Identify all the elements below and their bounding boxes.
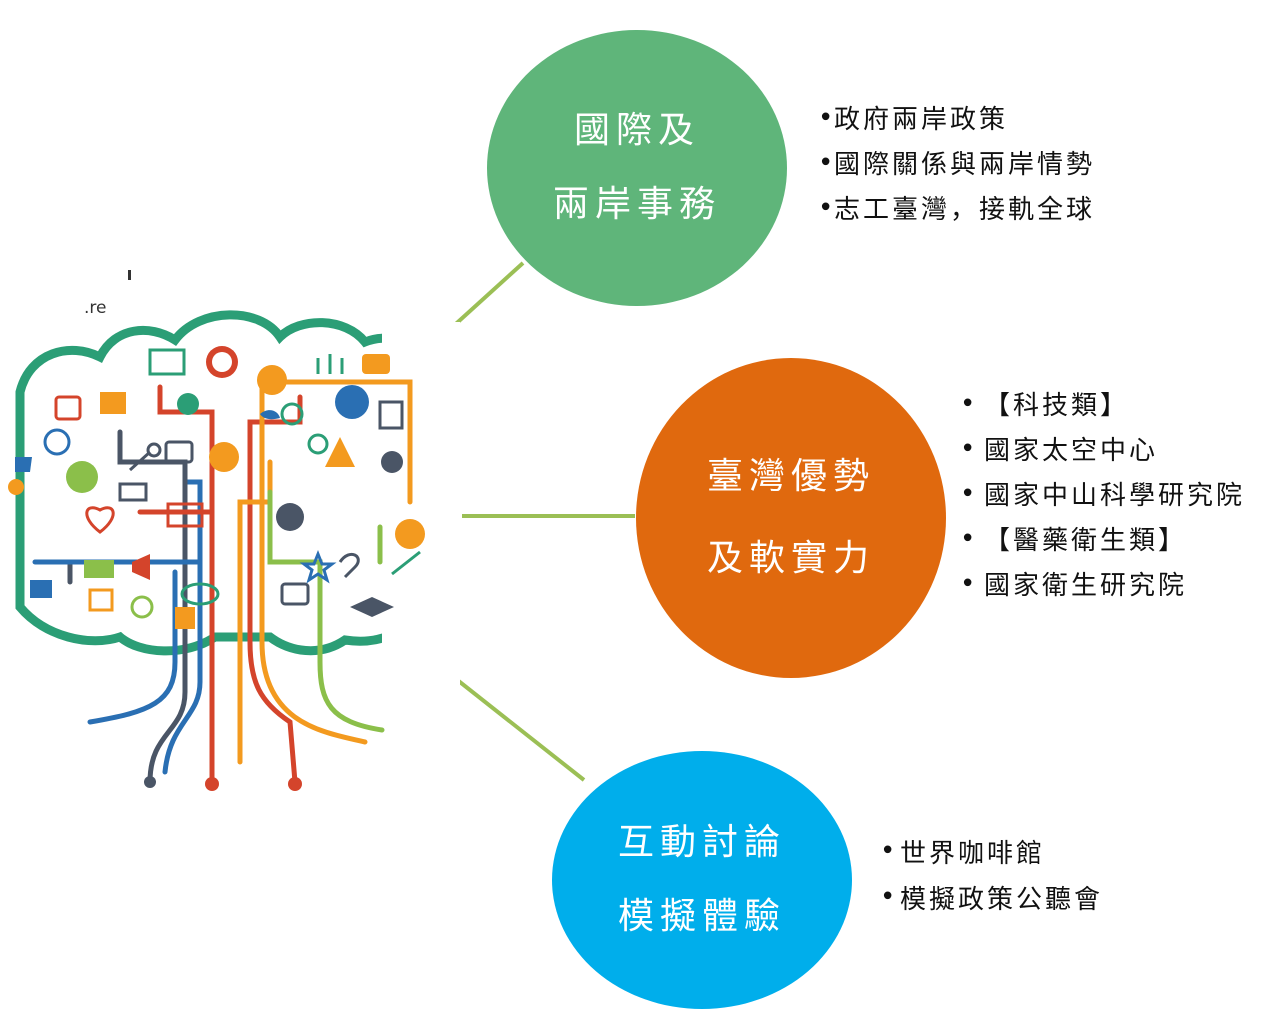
bullet-text: 模擬政策公聽會	[900, 884, 1104, 915]
graduation-cap-icon	[350, 597, 394, 617]
list-item: •國際關係與兩岸情勢	[818, 140, 1095, 185]
bullet-dot: •	[960, 568, 979, 599]
circle-3-line-2: 模擬體驗	[617, 896, 786, 937]
document-icon	[378, 400, 404, 430]
bullet-list-3: •世界咖啡館 •模擬政策公聽會	[880, 828, 1103, 920]
megaphone-icon	[132, 554, 150, 580]
briefcase-icon	[280, 582, 310, 606]
root-line-orange-2	[259, 379, 413, 745]
tree-illustration	[0, 310, 460, 810]
lock-icon	[54, 395, 82, 421]
pencil-icon	[391, 550, 421, 576]
bullet-dot: •	[960, 523, 979, 554]
bullet-text: 政府兩岸政策	[834, 105, 1009, 135]
root-line-red	[157, 384, 215, 785]
circle-international-affairs: 國際及 兩岸事務	[487, 30, 787, 306]
image-fragment-mark	[128, 270, 131, 280]
list-item: •國家中山科學研究院	[960, 471, 1245, 516]
people-icon	[316, 354, 344, 374]
bullet-text: 國家太空中心	[984, 436, 1159, 466]
list-item: •世界咖啡館	[880, 828, 1103, 874]
user-icon	[8, 479, 24, 495]
circle-3-line-1: 互動討論	[617, 822, 786, 863]
bullet-text: 國家衛生研究院	[984, 571, 1188, 601]
database-icon	[280, 402, 304, 426]
list-item: •國家衛生研究院	[960, 561, 1245, 606]
image-fragment-text: .re	[84, 298, 107, 318]
root-line-red-2	[247, 394, 303, 785]
email-icon	[118, 482, 148, 502]
truck-icon	[84, 560, 114, 578]
bullet-text: 【醫藥衛生類】	[984, 526, 1188, 556]
list-item: •【科技類】	[960, 381, 1245, 426]
circle-taiwan-advantages: 臺灣優勢 及軟實力	[636, 358, 946, 678]
home-icon	[381, 451, 403, 473]
bullet-text: 志工臺灣，接軌全球	[834, 195, 1096, 225]
root-line-slate	[67, 559, 188, 785]
root-end-red-2	[288, 777, 302, 791]
bullet-list-2: •【科技類】 •國家太空中心 •國家中山科學研究院 •【醫藥衛生類】 •國家衛生…	[960, 381, 1245, 606]
headset-icon	[177, 393, 199, 415]
bullet-text: 國家中山科學研究院	[984, 481, 1246, 511]
key-icon	[128, 450, 152, 472]
music-icon	[395, 519, 425, 549]
box-icon	[88, 588, 114, 612]
list-item: •國家太空中心	[960, 426, 1245, 471]
eye-icon	[180, 582, 220, 606]
root-line-orange	[237, 459, 273, 765]
twitter-bird-icon	[260, 410, 280, 420]
flask-icon	[325, 437, 355, 467]
bullet-dot: •	[880, 836, 899, 866]
checklist-icon	[175, 607, 195, 629]
camera-icon	[164, 440, 194, 464]
cart-icon	[362, 354, 390, 374]
lightbulb-icon	[130, 595, 154, 619]
bullet-text: 【科技類】	[984, 391, 1130, 421]
watch-icon	[209, 442, 239, 472]
web-icon	[43, 428, 71, 456]
root-end-slate	[144, 776, 156, 788]
clock-face	[212, 352, 232, 372]
circle-interactive-discussion: 互動討論 模擬體驗	[552, 751, 852, 1009]
bullet-dot: •	[880, 882, 899, 912]
root-line-green	[267, 489, 385, 733]
presentation-icon	[166, 502, 204, 528]
thumbs-up-icon	[15, 457, 32, 472]
heart-icon	[85, 506, 115, 534]
bullet-list-1: •政府兩岸政策 •國際關係與兩岸情勢 •志工臺灣，接軌全球	[818, 95, 1095, 230]
bullet-dot: •	[818, 102, 837, 133]
star-icon	[299, 549, 337, 584]
network-icon	[30, 580, 52, 598]
list-item: •志工臺灣，接軌全球	[818, 185, 1095, 230]
cloud-icon	[276, 503, 304, 531]
circle-2-line-2: 及軟實力	[706, 538, 875, 579]
root-line-blue	[162, 479, 203, 775]
bullet-dot: •	[960, 388, 979, 419]
circle-2-line-1: 臺灣優勢	[706, 456, 875, 497]
bullet-dot: •	[960, 433, 979, 464]
root-line-blue-2	[87, 569, 178, 725]
monitor-chart-icon	[148, 348, 186, 376]
list-item: •模擬政策公聽會	[880, 874, 1103, 920]
bullet-text: 世界咖啡館	[900, 838, 1046, 869]
bullet-dot: •	[960, 478, 979, 509]
bullet-dot: •	[818, 147, 837, 178]
circle-1-line-1: 國際及	[573, 110, 700, 151]
circle-1-line-2: 兩岸事務	[552, 184, 721, 225]
list-item: •政府兩岸政策	[818, 95, 1095, 140]
bullet-dot: •	[818, 192, 837, 223]
at-sign-icon	[66, 461, 98, 493]
list-item: •【醫藥衛生類】	[960, 516, 1245, 561]
root-end-red	[205, 777, 219, 791]
globe-icon	[335, 385, 369, 419]
bullet-text: 國際關係與兩岸情勢	[834, 150, 1096, 180]
zoom-icon	[307, 433, 329, 455]
paperclip-icon	[338, 552, 360, 579]
gift-icon	[100, 392, 126, 414]
key-icon-head	[146, 442, 162, 458]
chat-icon	[257, 365, 287, 395]
